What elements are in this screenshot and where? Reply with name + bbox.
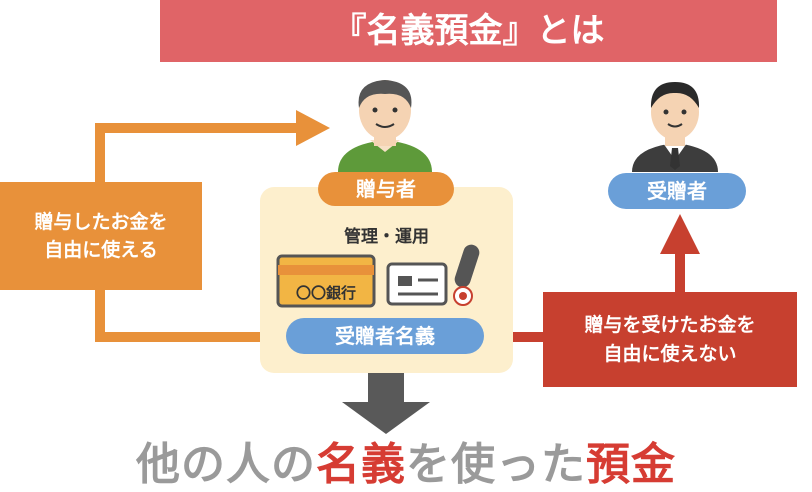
- giver-note-line2: 自由に使える: [44, 239, 158, 261]
- giver-person-icon: [338, 80, 432, 172]
- receiver-label: 受贈者: [608, 173, 746, 209]
- conclusion-part1: 他の人の: [136, 439, 316, 490]
- management-label: 管理・運用: [344, 227, 429, 247]
- giver-note-box: 贈与したお金を 自由に使える: [0, 182, 202, 290]
- receiver-person-icon: [632, 82, 718, 172]
- bankbook-label: 〇〇銀行: [296, 284, 356, 302]
- giver-note-line1: 贈与したお金を: [34, 210, 168, 233]
- conclusion-text: 他の人の名義を使った預金: [0, 428, 812, 492]
- account-name-label: 受贈者名義: [286, 318, 484, 354]
- bankbook-icon: 〇〇銀行: [276, 254, 376, 308]
- receiver-note-box: 贈与を受けたお金を 自由に使えない: [543, 292, 797, 387]
- giver-label: 贈与者: [318, 172, 454, 206]
- page-title: 『名義預金』とは: [160, 0, 777, 62]
- seal-stamp-icon: [453, 244, 480, 306]
- conclusion-part3: を使った: [406, 439, 586, 490]
- down-arrow-icon: [342, 370, 430, 434]
- receiver-note-line1: 贈与を受けたお金を: [584, 314, 756, 336]
- conclusion-part4: 預金: [586, 439, 676, 490]
- cash-card-icon: [386, 262, 448, 306]
- conclusion-part2: 名義: [316, 439, 406, 490]
- receiver-note-line2: 自由に使えない: [603, 342, 737, 365]
